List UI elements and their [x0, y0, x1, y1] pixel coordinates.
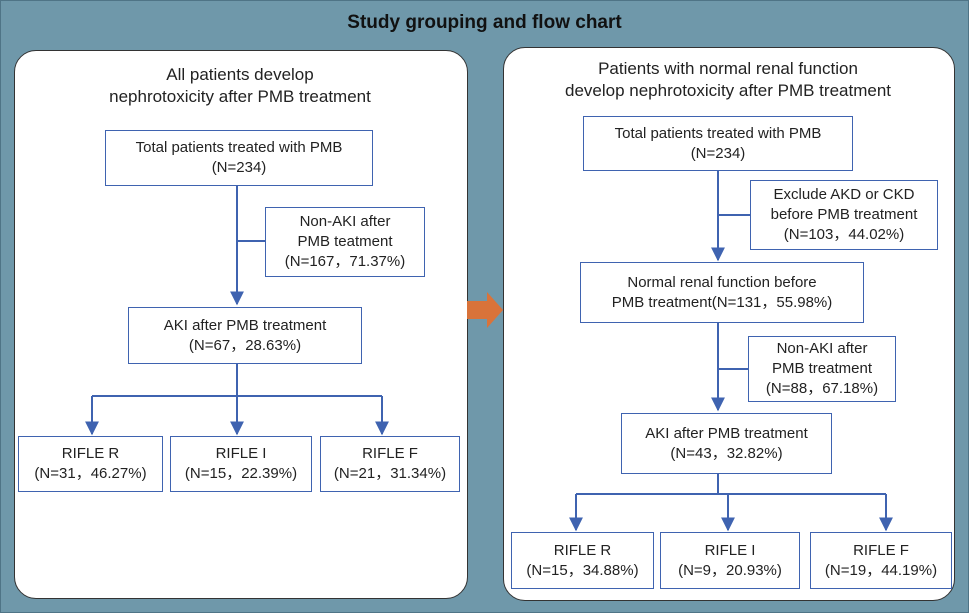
left-box-total: Total patients treated with PMB(N=234) [105, 130, 373, 186]
left-box-rifle-r: RIFLE R(N=31，46.27%) [18, 436, 163, 492]
right-panel-heading: Patients with normal renal function deve… [565, 59, 891, 100]
right-box-rifle-f: RIFLE F(N=19，44.19%) [810, 532, 952, 589]
right-box-total: Total patients treated with PMB(N=234) [583, 116, 853, 171]
left-box-aki: AKI after PMB treatment(N=67，28.63%) [128, 307, 362, 364]
figure-title: Study grouping and flow chart [347, 12, 622, 33]
transition-arrow-icon [467, 292, 503, 328]
right-box-rifle-r: RIFLE R(N=15，34.88%) [511, 532, 654, 589]
left-panel-heading: All patients develop nephrotoxicity afte… [109, 65, 371, 106]
left-box-rifle-f: RIFLE F(N=21，31.34%) [320, 436, 460, 492]
right-box-aki: AKI after PMB treatment(N=43，32.82%) [621, 413, 832, 474]
left-box-rifle-i: RIFLE I(N=15，22.39%) [170, 436, 312, 492]
right-box-rifle-i: RIFLE I(N=9，20.93%) [660, 532, 800, 589]
